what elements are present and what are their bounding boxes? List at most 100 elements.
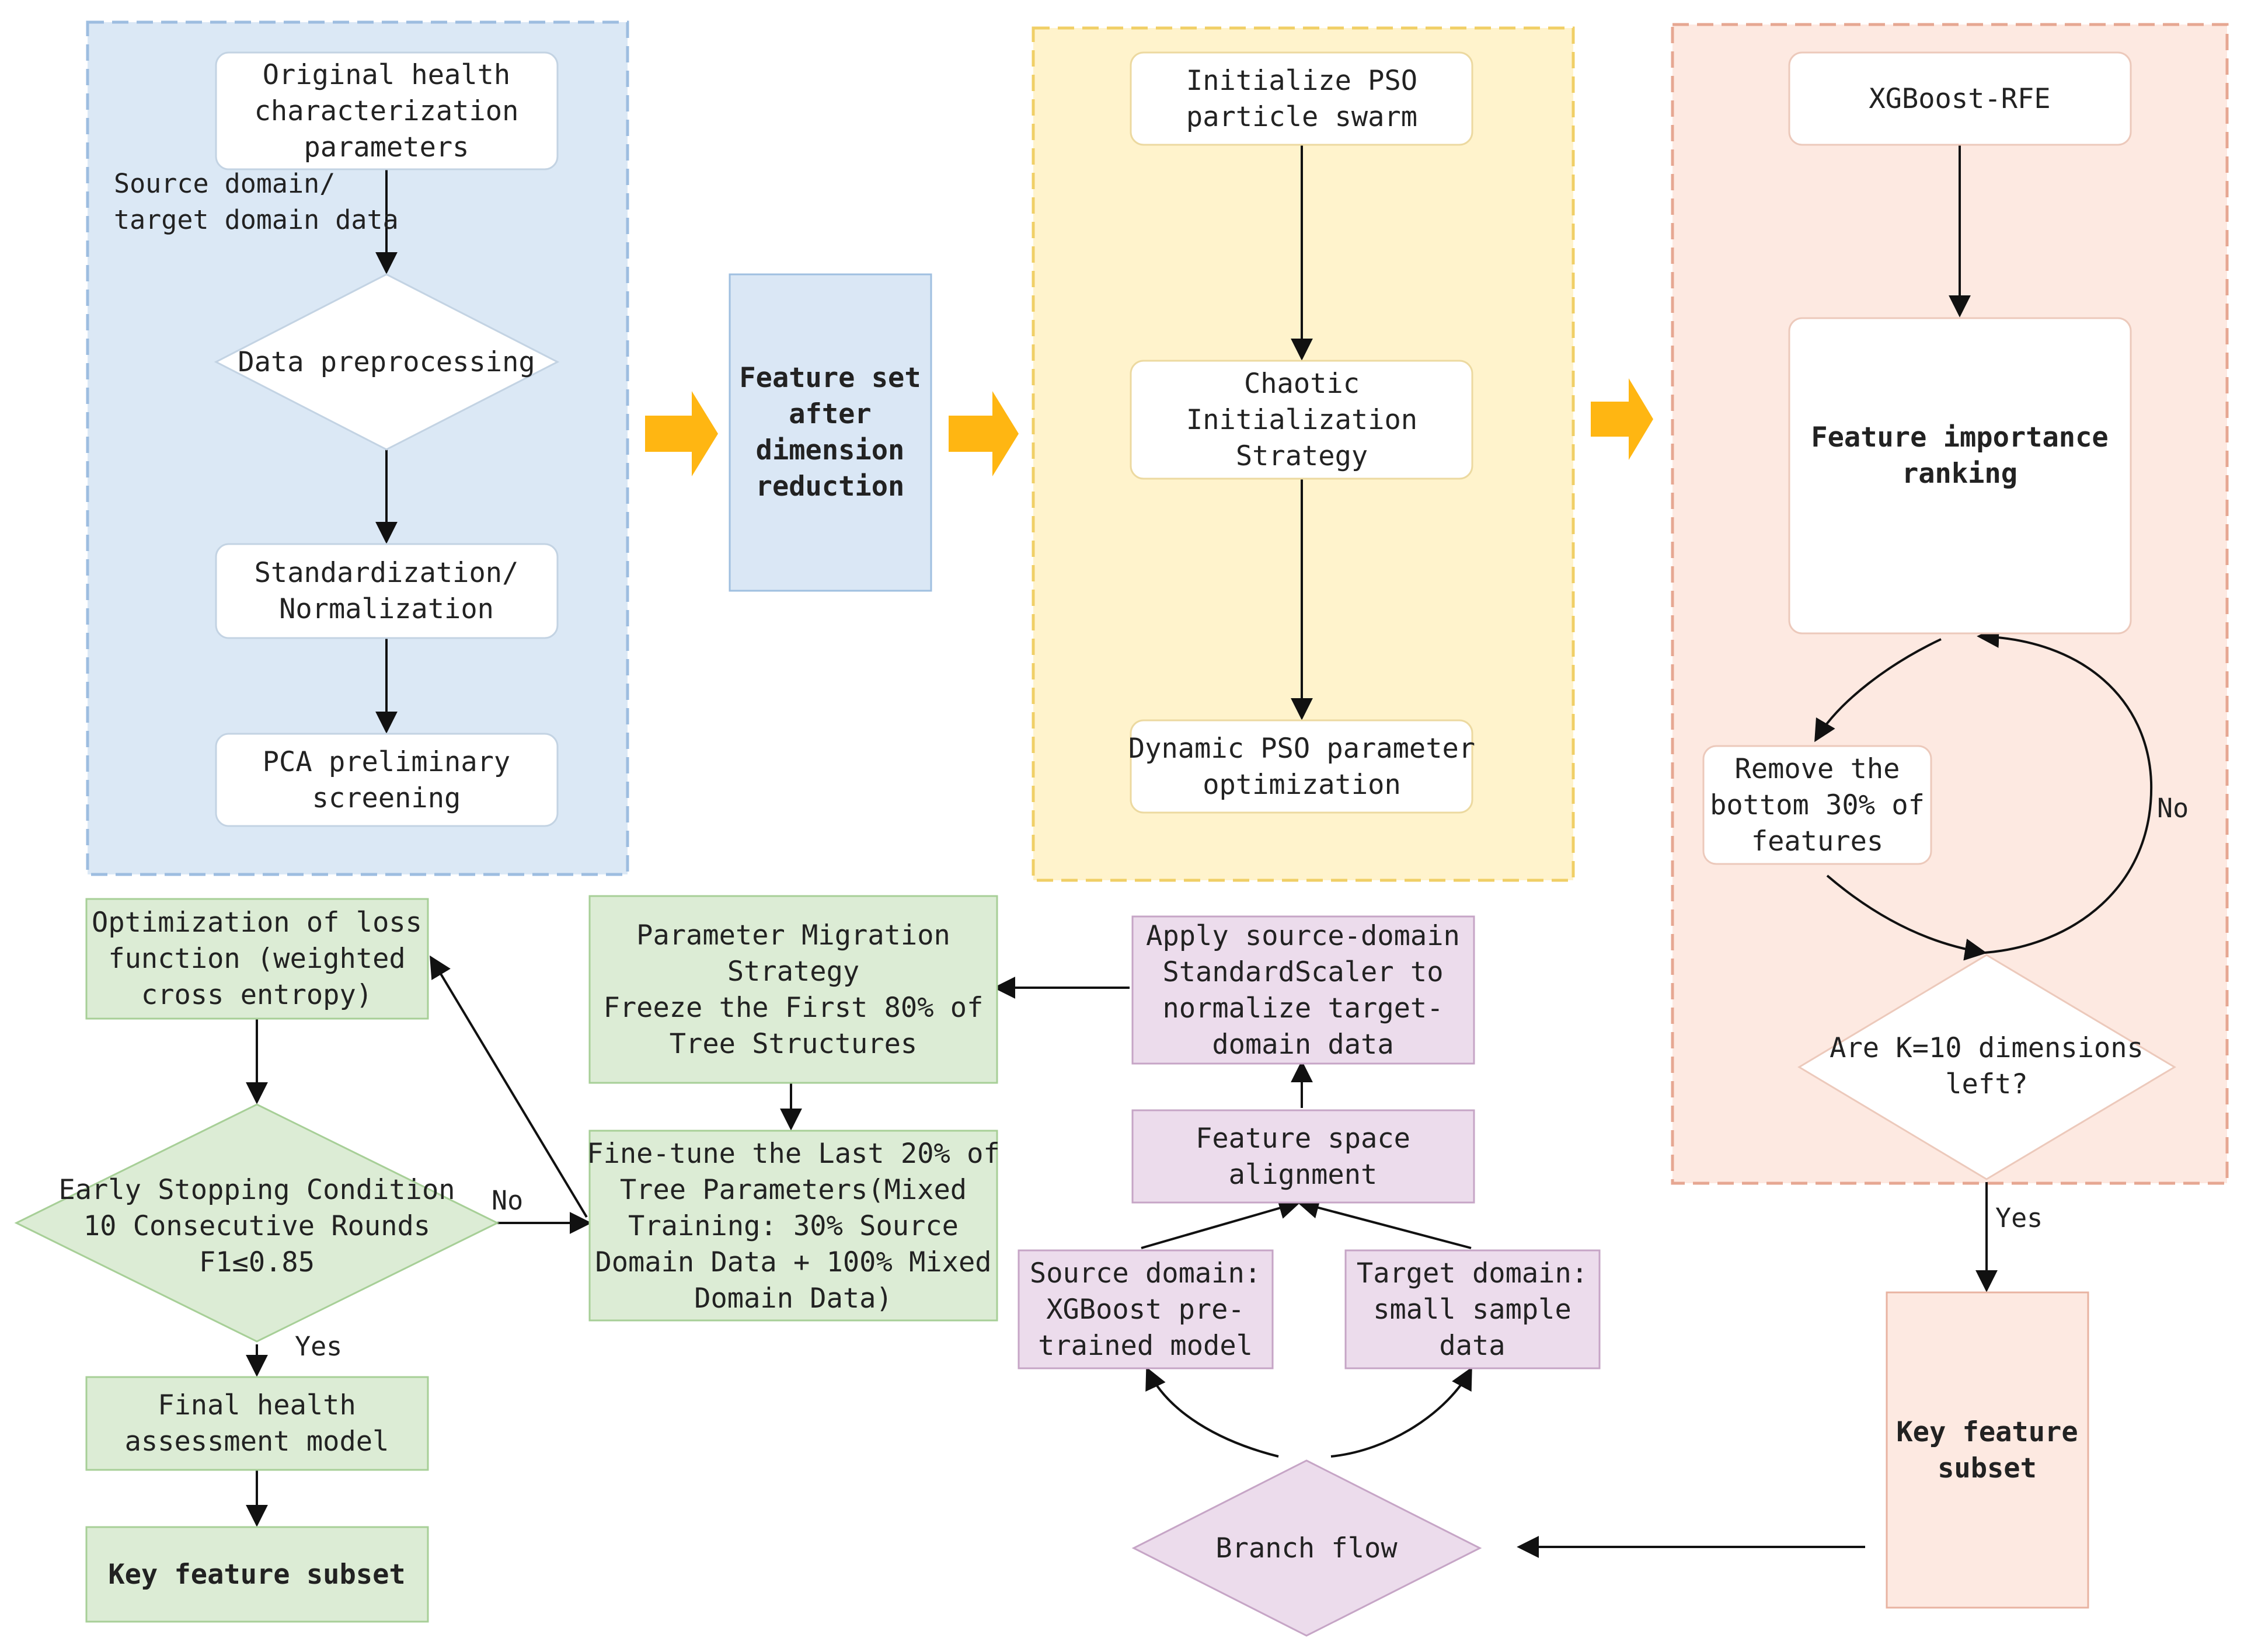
text-line: Key feature subset <box>108 1559 405 1591</box>
text-line: particle swarm <box>1186 101 1417 133</box>
original-params-text: Original health characterization parameter… <box>255 59 519 163</box>
text-line: bottom 30% of <box>1710 789 1925 821</box>
target-domain-text: Target domain: small sample data <box>1357 1257 1588 1362</box>
text-line: Feature importance <box>1811 421 2108 454</box>
text-line: Normalization <box>279 593 494 625</box>
key-subset-right-box <box>1886 1291 2089 1609</box>
text-line: left? <box>1945 1068 2027 1100</box>
source-domain-box <box>1018 1249 1274 1369</box>
text-line: Source domain/ <box>114 168 335 199</box>
init-pso-box <box>1130 51 1473 146</box>
param-migration-box <box>588 895 998 1084</box>
orange-arrow-2 <box>949 391 1019 476</box>
text-line: Apply source-domain <box>1146 920 1460 952</box>
text-line: StandardScaler to <box>1162 956 1443 988</box>
text-line: Chaotic <box>1244 368 1360 400</box>
text-line: 10 Consecutive Rounds <box>83 1210 430 1242</box>
text-line: domain data <box>1212 1029 1393 1061</box>
xgboost-rfe-text: XGBoost-RFE <box>1869 83 2050 115</box>
text-line: reduction <box>756 470 905 503</box>
text-line: Final health <box>158 1389 356 1421</box>
yes-label-right: Yes <box>1995 1203 2043 1233</box>
pca-screening-text: PCA preliminary screening <box>263 746 510 814</box>
no-label-right: No <box>2157 793 2189 824</box>
text-line: alignment <box>1229 1159 1378 1191</box>
text-line: XGBoost-RFE <box>1869 83 2050 115</box>
orange-arrow-3 <box>1591 378 1653 460</box>
key-subset-right-text: Key feature subset <box>1896 1416 2078 1484</box>
text-line: Source domain: <box>1030 1257 1261 1289</box>
text-line: Are K=10 dimensions <box>1830 1032 2144 1064</box>
text-line: ranking <box>1902 458 2017 490</box>
text-line: assessment model <box>125 1426 389 1458</box>
feature-ranking-text: Feature importance ranking <box>1811 421 2108 490</box>
text-line: Training: 30% Source <box>628 1210 959 1242</box>
text-line: Initialize PSO <box>1186 65 1417 97</box>
target-domain-box <box>1344 1249 1601 1369</box>
branch-flow-diamond <box>1131 1459 1482 1637</box>
text-line: Feature set <box>739 362 921 394</box>
original-params-box <box>215 51 559 170</box>
text-line: Strategy <box>1236 440 1368 472</box>
connectors <box>246 145 2153 1558</box>
text-line: features <box>1751 825 1883 858</box>
remove-bottom-box <box>1702 745 1932 865</box>
yes-label-left: Yes <box>295 1331 342 1362</box>
text-line: data <box>1439 1330 1505 1362</box>
remove-bottom-text: Remove the bottom 30% of features <box>1710 753 1925 858</box>
text-line: F1≤0.85 <box>199 1246 315 1278</box>
fine-tune-box <box>588 1130 998 1322</box>
final-model-box <box>85 1376 429 1471</box>
text-line: Tree Parameters(Mixed <box>620 1174 967 1206</box>
dims-left-diamond <box>1797 954 2176 1180</box>
text-line: trained model <box>1038 1330 1253 1362</box>
pca-screening-box <box>215 733 559 827</box>
source-target-label: Source domain/target domain data <box>114 168 399 235</box>
text-line: small sample <box>1373 1294 1572 1326</box>
key-subset-left-box <box>85 1526 429 1623</box>
final-model-text: Final health assessment model <box>125 1389 389 1458</box>
text-line: Strategy <box>727 956 859 988</box>
apply-scaler-box <box>1131 915 1475 1065</box>
text-line: Feature space <box>1196 1123 1410 1155</box>
orange-arrow-1 <box>645 391 718 476</box>
dims-left-text: Are K=10 dimensions left? <box>1830 1032 2144 1100</box>
text-line: Parameter Migration <box>636 919 950 952</box>
feature-ranking-box <box>1788 317 2132 635</box>
text-line: characterization <box>255 95 519 127</box>
text-line: PCA preliminary <box>263 746 510 778</box>
standardization-box <box>215 543 559 639</box>
text-line: Tree Structures <box>670 1028 917 1060</box>
text-line: dimension <box>756 434 905 466</box>
data-preprocessing-text: Data preprocessing <box>238 346 535 378</box>
source-domain-text: Source domain: XGBoost pre-trained model <box>1030 1257 1261 1362</box>
text-line: Domain Data) <box>694 1282 893 1315</box>
standardization-text: Standardization/Normalization <box>255 557 519 625</box>
early-stopping-diamond <box>14 1103 500 1343</box>
text-line: XGBoost pre- <box>1046 1294 1245 1326</box>
text-line: Original health <box>263 59 510 91</box>
data-preprocessing-diamond <box>214 273 560 451</box>
text-line: function (weighted <box>108 943 405 975</box>
text-line: screening <box>312 782 461 814</box>
xgboost-rfe-box <box>1788 51 2132 146</box>
feature-set-box <box>729 273 932 592</box>
text-line: Target domain: <box>1357 1257 1588 1289</box>
text-line: Initialization <box>1186 404 1417 436</box>
text-line: Key feature <box>1896 1416 2078 1448</box>
text-line: Optimization of loss <box>92 907 422 939</box>
init-pso-text: Initialize PSO particle swarm <box>1186 65 1417 133</box>
text-line: Remove the <box>1735 753 1900 785</box>
text-line: parameters <box>304 131 469 163</box>
no-label-left: No <box>492 1185 523 1216</box>
text-line: subset <box>1938 1452 2037 1484</box>
text-line: target domain data <box>114 204 399 235</box>
text-line: Domain Data + 100% Mixed <box>595 1246 991 1278</box>
text-line: after <box>789 398 871 430</box>
loss-opt-box <box>85 898 429 1020</box>
text-line: optimization <box>1203 769 1401 801</box>
